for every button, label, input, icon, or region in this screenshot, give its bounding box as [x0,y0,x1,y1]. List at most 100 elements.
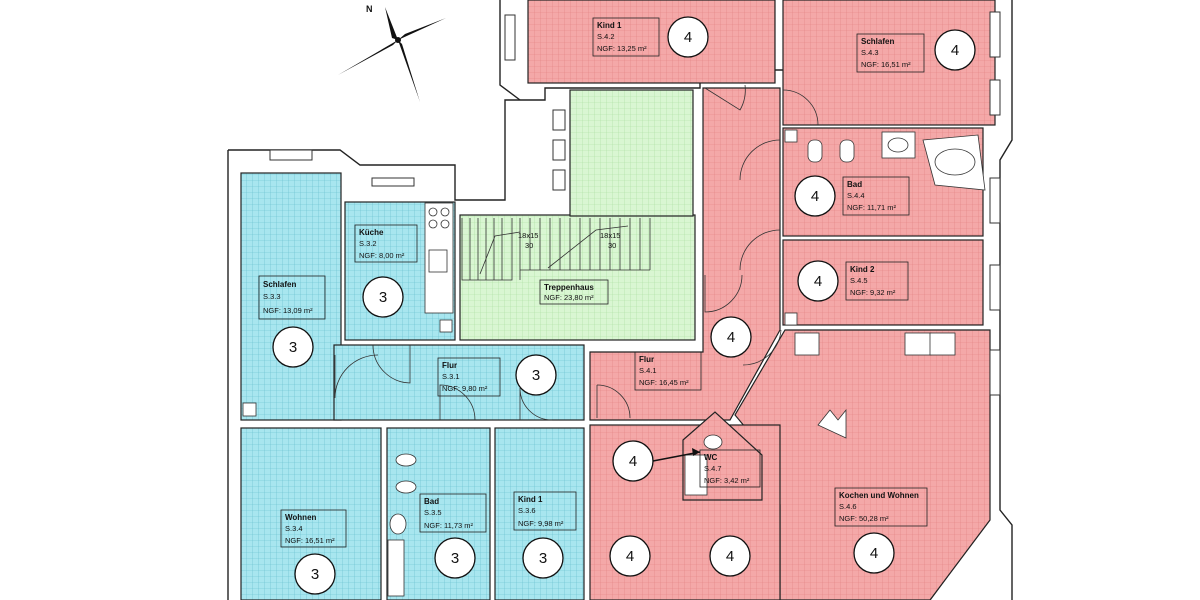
svg-text:NGF: 9,32 m²: NGF: 9,32 m² [850,288,896,297]
svg-text:S.3.3: S.3.3 [263,292,281,301]
stairwell: 18x15 30 18x15 30 [459,89,696,341]
svg-text:S.4.3: S.4.3 [861,48,879,57]
door-swings [334,84,819,421]
svg-text:4: 4 [870,545,878,562]
svg-text:3: 3 [451,550,459,567]
zone-marker: 4 [710,316,752,358]
svg-text:NGF: 11,73 m²: NGF: 11,73 m² [424,521,474,530]
label-s3-2: Küche S.3.2 NGF: 8,00 m² [354,224,418,263]
zone-marker: 4 [794,175,836,217]
compass-north-label: N [366,4,373,14]
svg-text:Flur: Flur [639,355,654,364]
svg-text:4: 4 [726,548,734,565]
svg-text:Flur: Flur [442,361,457,370]
room-s4-2 [527,0,776,84]
svg-text:NGF: 8,00 m²: NGF: 8,00 m² [359,251,405,260]
zone-marker: 4 [934,29,976,71]
stair-right-count: 30 [608,241,616,250]
room-labels: Schlafen S.3.3 NGF: 13,09 m² Küche S.3.2… [258,17,928,548]
zone-marker: 4 [853,532,895,574]
stair-left-count: 30 [525,241,533,250]
svg-text:4: 4 [811,188,819,205]
label-stair: Treppenhaus NGF: 23,80 m² [539,279,609,305]
label-s4-2: Kind 1 S.4.2 NGF: 13,25 m² [592,17,660,57]
svg-text:Kind 1: Kind 1 [597,21,622,30]
svg-text:Kochen und Wohnen: Kochen und Wohnen [839,491,919,500]
svg-text:NGF: 16,51 m²: NGF: 16,51 m² [861,60,911,69]
svg-text:3: 3 [539,550,547,567]
zone-marker: 4 [797,260,839,302]
zone-marker: 4 [609,535,651,577]
svg-text:Schlafen: Schlafen [263,280,296,289]
svg-text:S.3.4: S.3.4 [285,524,303,533]
svg-text:NGF: 16,51 m²: NGF: 16,51 m² [285,536,335,545]
svg-text:Wohnen: Wohnen [285,513,317,522]
label-s3-4: Wohnen S.3.4 NGF: 16,51 m² [280,509,347,548]
svg-text:Bad: Bad [424,497,439,506]
svg-text:NGF: 9,98 m²: NGF: 9,98 m² [518,519,564,528]
svg-text:S.3.6: S.3.6 [518,506,536,515]
bathroom-fixtures [242,129,986,597]
svg-text:Kind 2: Kind 2 [850,265,875,274]
svg-text:4: 4 [626,548,634,565]
label-s4-1: Flur S.4.1 NGF: 16,45 m² [634,351,702,391]
zone-marker: 4 [612,440,654,482]
label-s3-5: Bad S.3.5 NGF: 11,73 m² [419,493,487,533]
windows [269,11,1001,396]
svg-text:S.3.2: S.3.2 [359,239,377,248]
svg-text:3: 3 [532,367,540,384]
svg-text:S.4.2: S.4.2 [597,32,615,41]
svg-text:NGF: 9,80 m²: NGF: 9,80 m² [442,384,488,393]
room-stair-lower [459,214,696,341]
svg-text:WC: WC [704,453,718,462]
zone-marker: 4 [709,535,751,577]
svg-text:S.3.1: S.3.1 [442,372,460,381]
zone-marker: 3 [272,326,314,368]
svg-text:S.4.7: S.4.7 [704,464,722,473]
svg-text:S.4.1: S.4.1 [639,366,657,375]
svg-text:3: 3 [311,566,319,583]
zone-marker: 3 [515,354,557,396]
label-s3-3: Schlafen S.3.3 NGF: 13,09 m² [258,275,326,320]
svg-text:Treppenhaus: Treppenhaus [544,283,594,292]
zone-marker: 3 [294,553,336,595]
svg-text:4: 4 [684,29,692,46]
svg-text:NGF: 23,80 m²: NGF: 23,80 m² [544,293,594,302]
svg-text:NGF: 50,28 m²: NGF: 50,28 m² [839,514,889,523]
label-s4-6: Kochen und Wohnen S.4.6 NGF: 50,28 m² [834,487,928,527]
stair-right-label: 18x15 [600,231,620,240]
svg-text:Schlafen: Schlafen [861,37,894,46]
zone-marker: 3 [362,276,404,318]
zone-marker: 3 [434,537,476,579]
label-s4-5: Kind 2 S.4.5 NGF: 9,32 m² [845,261,909,301]
svg-text:Küche: Küche [359,228,384,237]
stair-left-label: 18x15 [518,231,538,240]
label-s4-7: WC S.4.7 NGF: 3,42 m² [699,449,761,488]
label-s3-6: Kind 1 S.3.6 NGF: 9,98 m² [513,491,577,531]
wc-leader-line [652,451,701,462]
svg-text:NGF: 13,09 m²: NGF: 13,09 m² [263,306,313,315]
svg-text:Bad: Bad [847,180,862,189]
label-s4-3: Schlafen S.4.3 NGF: 16,51 m² [856,33,925,73]
svg-text:S.4.5: S.4.5 [850,276,868,285]
svg-text:4: 4 [629,453,637,470]
stair-flights [461,218,651,281]
svg-text:S.4.4: S.4.4 [847,191,865,200]
zone-marker: 3 [522,537,564,579]
svg-text:4: 4 [727,329,735,346]
wc-leader-arrow [692,448,700,456]
svg-text:S.4.6: S.4.6 [839,502,857,511]
svg-text:Kind 1: Kind 1 [518,495,543,504]
zone-marker: 4 [667,16,709,58]
room-s3-3 [240,172,342,421]
svg-text:4: 4 [814,273,822,290]
zone-markers: 3 3 3 3 3 3 4 4 4 4 4 4 4 4 4 [272,16,976,595]
svg-text:4: 4 [951,42,959,59]
svg-text:3: 3 [379,289,387,306]
svg-text:NGF: 13,25 m²: NGF: 13,25 m² [597,44,647,53]
label-s4-4: Bad S.4.4 NGF: 11,71 m² [842,176,910,216]
svg-text:S.3.5: S.3.5 [424,508,442,517]
svg-text:NGF: 16,45 m²: NGF: 16,45 m² [639,378,689,387]
room-stair-upper [569,89,694,217]
